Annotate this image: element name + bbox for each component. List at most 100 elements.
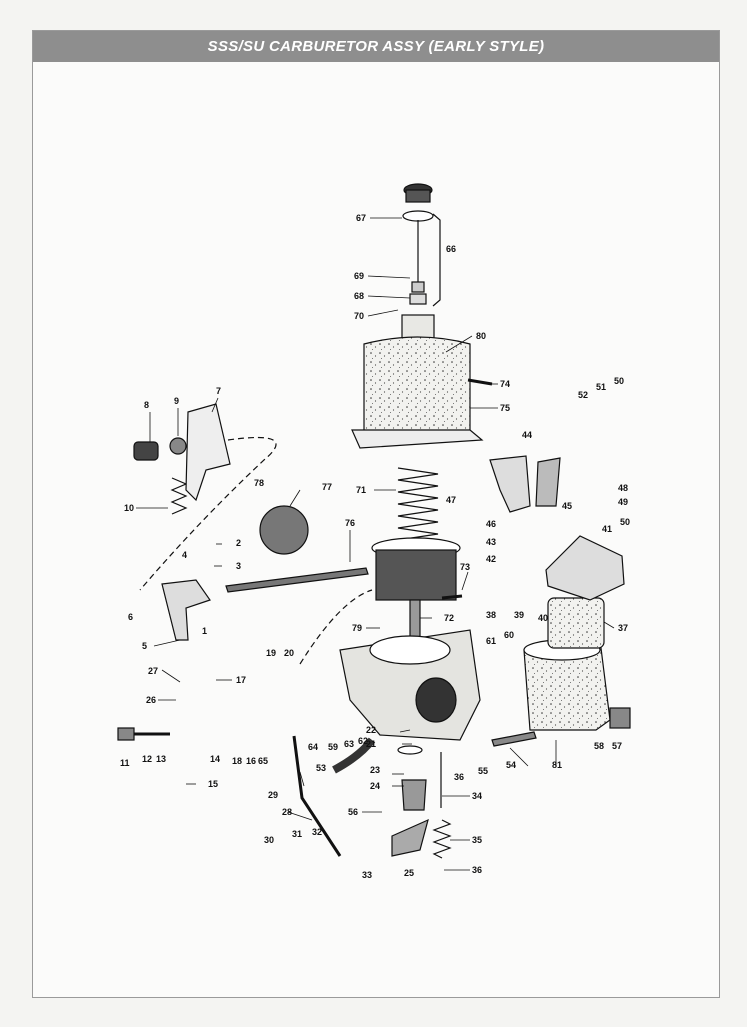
float bbox=[547, 597, 605, 649]
part-label: 33 bbox=[362, 870, 372, 880]
suction-chamber bbox=[351, 314, 484, 449]
linkage-guide-right bbox=[299, 589, 373, 665]
part-label: 17 bbox=[236, 675, 246, 685]
part-label: 13 bbox=[156, 754, 166, 764]
part-label: 64 bbox=[308, 742, 318, 752]
part-label: 39 bbox=[514, 610, 524, 620]
lid-bracket bbox=[489, 455, 561, 513]
part-label: 61 bbox=[486, 636, 496, 646]
part-label: 22 bbox=[366, 725, 376, 735]
part-label: 38 bbox=[486, 610, 496, 620]
throttle-disc bbox=[259, 505, 309, 555]
part-label: 53 bbox=[316, 763, 326, 773]
part-label: 1 bbox=[202, 626, 207, 636]
part-label: 34 bbox=[472, 791, 482, 801]
part-label: 54 bbox=[506, 760, 516, 770]
part-label: 74 bbox=[500, 379, 510, 389]
part-label: 18 bbox=[232, 756, 242, 766]
part-label: 37 bbox=[618, 623, 628, 633]
part-label: 45 bbox=[562, 501, 572, 511]
part-label: 26 bbox=[146, 695, 156, 705]
part-label: 65 bbox=[258, 756, 268, 766]
part-label: 29 bbox=[268, 790, 278, 800]
part-label: 23 bbox=[370, 765, 380, 775]
part-label: 72 bbox=[444, 613, 454, 623]
throttle-lever bbox=[161, 579, 211, 641]
part-label: 19 bbox=[266, 648, 276, 658]
piston bbox=[371, 537, 461, 651]
part-label: 69 bbox=[354, 271, 364, 281]
part-label: 42 bbox=[486, 554, 496, 564]
part-label: 28 bbox=[282, 807, 292, 817]
part-label: 62 bbox=[358, 736, 368, 746]
part-label: 71 bbox=[356, 485, 366, 495]
bracket bbox=[185, 403, 231, 502]
part-label: 8 bbox=[144, 400, 149, 410]
part-label: 40 bbox=[538, 613, 548, 623]
part-label: 56 bbox=[348, 807, 358, 817]
part-label: 4 bbox=[182, 550, 187, 560]
part-label: 43 bbox=[486, 537, 496, 547]
part-label: 59 bbox=[328, 742, 338, 752]
jet-assembly bbox=[391, 745, 429, 857]
part-labels: 67 66 69 68 70 80 74 75 51 50 52 44 8 9 … bbox=[120, 213, 630, 880]
part-label: 7 bbox=[216, 386, 221, 396]
part-label: 68 bbox=[354, 291, 364, 301]
part-label: 32 bbox=[312, 827, 322, 837]
carburetor-body bbox=[339, 629, 481, 741]
part-label: 55 bbox=[478, 766, 488, 776]
part-label: 46 bbox=[486, 519, 496, 529]
part-label: 36 bbox=[454, 772, 464, 782]
chamber-screw bbox=[467, 378, 493, 386]
part-label: 63 bbox=[344, 739, 354, 749]
part-label: 51 bbox=[596, 382, 606, 392]
part-label: 80 bbox=[476, 331, 486, 341]
part-label: 11 bbox=[120, 758, 130, 768]
diagram-sheet: SSS/SU CARBURETOR ASSY (EARLY STYLE) bbox=[32, 30, 720, 998]
body-screw bbox=[441, 594, 463, 600]
fuel-pipe bbox=[332, 737, 376, 774]
float-chamber-lid bbox=[545, 535, 625, 601]
damper-cap bbox=[402, 183, 434, 305]
leader-lines bbox=[136, 217, 615, 871]
connecting-rod bbox=[292, 735, 342, 857]
part-label: 31 bbox=[292, 829, 302, 839]
part-label: 12 bbox=[142, 754, 152, 764]
part-label: 57 bbox=[612, 741, 622, 751]
part-label: 44 bbox=[522, 430, 532, 440]
part-label: 2 bbox=[236, 538, 241, 548]
float-chamber-bolt bbox=[609, 707, 631, 729]
part-label: 41 bbox=[602, 524, 612, 534]
part-label: 27 bbox=[148, 666, 158, 676]
bush bbox=[133, 437, 187, 461]
part-label: 25 bbox=[404, 868, 414, 878]
part-label: 50 bbox=[614, 376, 624, 386]
part-label: 10 bbox=[124, 503, 134, 513]
part-label: 58 bbox=[594, 741, 604, 751]
part-label: 81 bbox=[552, 760, 562, 770]
part-label: 49 bbox=[618, 497, 628, 507]
part-label: 15 bbox=[208, 779, 218, 789]
linkage-guide-left bbox=[139, 436, 277, 591]
part-label: 77 bbox=[322, 482, 332, 492]
part-label: 21 bbox=[366, 739, 376, 749]
return-spring bbox=[170, 477, 188, 515]
part-label: 20 bbox=[284, 648, 294, 658]
part-label: 48 bbox=[618, 483, 628, 493]
header-bar: SSS/SU CARBURETOR ASSY (EARLY STYLE) bbox=[33, 31, 719, 62]
part-label: 75 bbox=[500, 403, 510, 413]
part-label: 24 bbox=[370, 781, 380, 791]
page-title: SSS/SU CARBURETOR ASSY (EARLY STYLE) bbox=[207, 38, 545, 55]
part-label: 6 bbox=[128, 612, 133, 622]
part-label: 30 bbox=[264, 835, 274, 845]
part-label: 79 bbox=[352, 623, 362, 633]
part-label: 73 bbox=[460, 562, 470, 572]
throttle-spindle bbox=[225, 567, 369, 593]
part-label: 50 bbox=[620, 517, 630, 527]
part-label: 9 bbox=[174, 396, 179, 406]
part-label: 16 bbox=[246, 756, 256, 766]
part-label: 52 bbox=[578, 390, 588, 400]
part-label: 35 bbox=[472, 835, 482, 845]
banjo-bolt bbox=[491, 731, 537, 747]
